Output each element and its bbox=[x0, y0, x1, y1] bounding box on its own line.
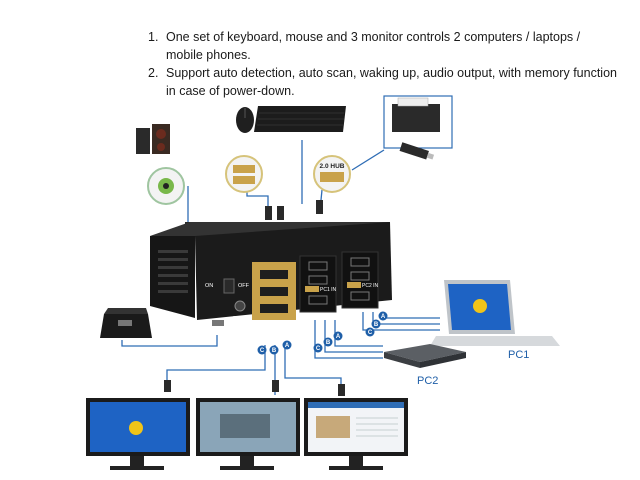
feature-text: Support auto detection, auto scan, wakin… bbox=[166, 66, 617, 98]
feature-item-1: 1. One set of keyboard, mouse and 3 moni… bbox=[148, 28, 618, 64]
monitor-2-image bbox=[196, 398, 300, 470]
monitor-cable-plugs bbox=[164, 380, 345, 396]
badge-b: B bbox=[272, 348, 277, 354]
badge-a: A bbox=[285, 343, 290, 349]
monitor-1-image bbox=[86, 398, 190, 470]
dc-label: DC5V bbox=[233, 316, 248, 322]
power-switch bbox=[223, 278, 235, 294]
feature-text: One set of keyboard, mouse and 3 monitor… bbox=[166, 30, 581, 62]
badge-a: A bbox=[381, 314, 386, 320]
printer-image bbox=[392, 104, 440, 132]
usb-port-icon bbox=[225, 155, 263, 193]
pc2-label: PC2 bbox=[417, 375, 438, 387]
badge-c: C bbox=[368, 330, 373, 336]
pc1-label: PC1 bbox=[508, 349, 529, 361]
port-badges: C B A C B A B A C bbox=[257, 311, 388, 355]
feature-item-2: 2. Support auto detection, auto scan, wa… bbox=[148, 64, 618, 100]
dc-jack-icon bbox=[234, 300, 246, 312]
mouse-image bbox=[236, 107, 254, 133]
hub-label: 2.0 HUB bbox=[320, 163, 345, 170]
wired-remote-image bbox=[100, 308, 152, 338]
monitor-3-image bbox=[304, 398, 408, 470]
keyboard-image bbox=[254, 106, 346, 132]
badge-c: C bbox=[260, 348, 265, 354]
wired-remote-port bbox=[212, 320, 224, 326]
audio-port-icon bbox=[147, 167, 185, 205]
off-label: OFF bbox=[238, 283, 250, 289]
pc2-in-label: PC2 IN bbox=[362, 283, 379, 289]
badge-a: A bbox=[336, 334, 341, 340]
badge-c: C bbox=[316, 346, 321, 352]
printer-box bbox=[383, 95, 453, 160]
mini-pc-pc2-image bbox=[384, 344, 466, 368]
feature-number: 1. bbox=[148, 30, 159, 44]
speakers-image bbox=[136, 124, 170, 154]
feature-list: 1. One set of keyboard, mouse and 3 moni… bbox=[148, 28, 618, 100]
pc1-in-label: PC1 IN bbox=[320, 287, 337, 293]
feature-number: 2. bbox=[148, 66, 159, 80]
badge-b: B bbox=[326, 340, 331, 346]
usb-drive-image bbox=[399, 142, 435, 160]
laptop-pc1-image bbox=[430, 280, 560, 346]
usb-hub-icon: 2.0 HUB bbox=[313, 155, 351, 193]
kvm-switch-image: PC1 IN PC2 IN ON OFF DC5V bbox=[150, 222, 392, 326]
on-label: ON bbox=[205, 283, 213, 289]
badge-b: B bbox=[374, 322, 379, 328]
